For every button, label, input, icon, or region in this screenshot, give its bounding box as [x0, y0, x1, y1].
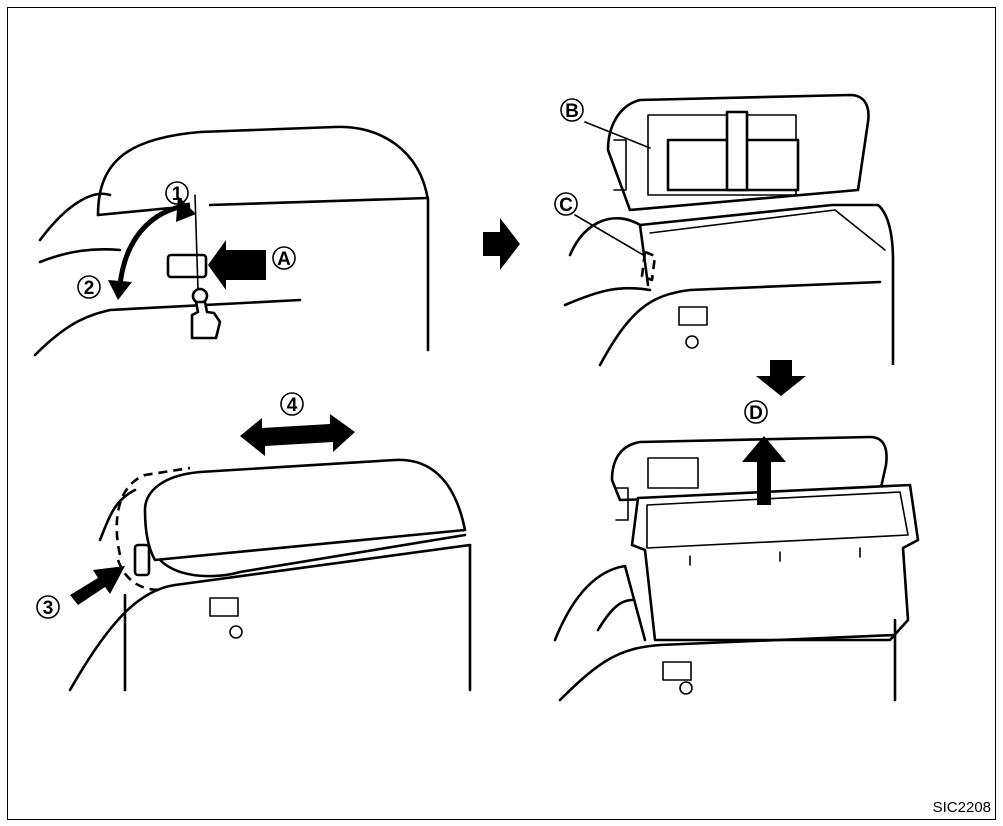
keyhole [230, 626, 242, 638]
panel-remove-tray: D [555, 401, 918, 700]
armrest-lid [98, 127, 428, 350]
svg-text:B: B [565, 101, 579, 122]
armrest-lid-edge [210, 198, 428, 205]
callout-3: 3 [37, 596, 59, 619]
callout-2: 2 [78, 276, 100, 299]
console-outline [565, 288, 650, 305]
keyhole [680, 682, 692, 694]
svg-text:4: 4 [287, 395, 298, 416]
push-arrow-icon [208, 240, 266, 290]
svg-text:3: 3 [43, 598, 54, 619]
console-outline [560, 635, 895, 700]
callout-1: 1 [166, 182, 188, 205]
keyhole [686, 336, 698, 348]
panel-lid-open: B C [555, 95, 893, 365]
panel-unlock: 1 2 A [35, 127, 428, 355]
callout-c: C [555, 193, 577, 216]
slide-arrow-icon [240, 414, 355, 456]
console-outline [35, 300, 300, 355]
lock-button [663, 662, 691, 680]
lid-strap [727, 112, 747, 190]
storage-tray [632, 485, 918, 640]
release-lever [135, 545, 149, 575]
svg-text:D: D [749, 403, 763, 424]
callout-d: D [745, 401, 767, 424]
console-outline [40, 249, 120, 262]
key-icon [192, 302, 220, 338]
lock-button [679, 307, 707, 325]
svg-text:C: C [559, 195, 573, 216]
push-arrow-icon [70, 566, 125, 605]
figure-code: SIC2208 [933, 799, 991, 816]
callout-a: A [273, 247, 295, 270]
callout-b: B [561, 99, 583, 122]
lock-button [168, 255, 206, 277]
console-outline [598, 600, 632, 630]
rotate-arrow-head-icon [108, 280, 132, 300]
svg-text:2: 2 [84, 278, 95, 299]
svg-text:1: 1 [172, 184, 183, 205]
callout-4: 4 [281, 393, 303, 416]
lock-button [210, 598, 238, 616]
svg-text:A: A [277, 249, 291, 270]
next-step-arrow-icon [756, 360, 806, 396]
panel-slide-armrest: 3 4 [37, 393, 470, 690]
next-step-arrow-icon [483, 218, 520, 270]
armrest-lid [145, 460, 465, 560]
